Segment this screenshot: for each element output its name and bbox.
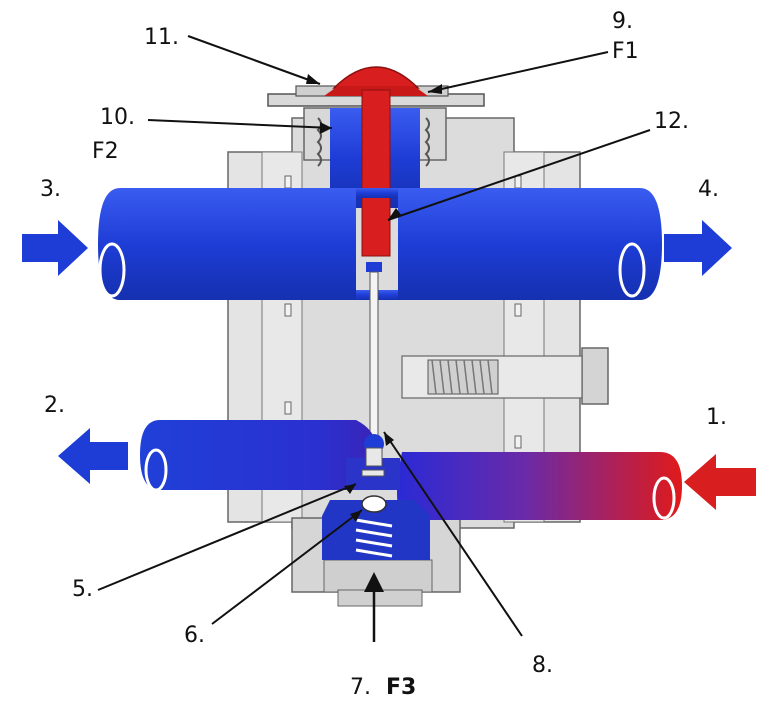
leader-arrowheads bbox=[306, 74, 442, 522]
label-9-force: F1 bbox=[612, 39, 639, 64]
label-11: 11. bbox=[144, 25, 179, 50]
outlet-arrow-4 bbox=[664, 220, 732, 276]
valve-seat bbox=[346, 434, 400, 490]
label-8: 8. bbox=[532, 653, 553, 678]
stem-tip bbox=[366, 262, 382, 272]
label-10: 10. bbox=[100, 105, 135, 130]
label-12: 12. bbox=[654, 109, 689, 134]
label-3: 3. bbox=[40, 177, 61, 202]
label-10-force: F2 bbox=[92, 139, 119, 164]
lower-pipes bbox=[140, 420, 682, 520]
inlet-arrow-1 bbox=[684, 454, 756, 510]
spring-chamber bbox=[322, 495, 430, 560]
spring bbox=[355, 518, 393, 558]
adjusting-screw bbox=[427, 359, 499, 395]
label-4: 4. bbox=[698, 177, 719, 202]
upper-pipe bbox=[98, 188, 662, 300]
label-7-force: F3 bbox=[386, 675, 416, 700]
pressure-cap bbox=[332, 66, 420, 89]
leader-lines bbox=[97, 35, 651, 637]
force-arrow-f3 bbox=[364, 572, 384, 642]
outlet-arrow-2 bbox=[58, 428, 128, 484]
label-2: 2. bbox=[44, 393, 65, 418]
inlet-arrow-3 bbox=[22, 220, 88, 276]
label-9: 9. bbox=[612, 9, 633, 34]
label-1: 1. bbox=[706, 405, 727, 430]
label-6: 6. bbox=[184, 623, 205, 648]
label-7: 7. bbox=[350, 675, 371, 700]
push-rod bbox=[369, 271, 379, 443]
valve-stem bbox=[361, 89, 391, 257]
label-5: 5. bbox=[72, 577, 93, 602]
